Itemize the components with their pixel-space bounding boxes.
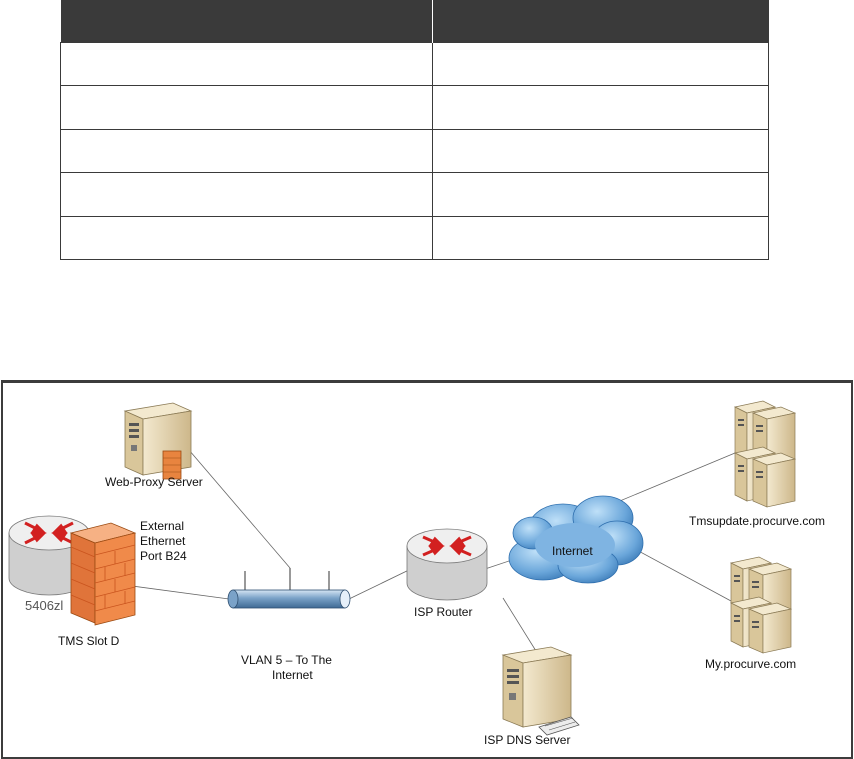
vlan-bus-icon	[227, 568, 351, 609]
table-cell	[60, 215, 433, 261]
web-proxy-label: Web-Proxy Server	[105, 475, 203, 489]
internet-cloud-icon	[508, 495, 644, 584]
internet-label: Internet	[552, 544, 593, 558]
tmsupdate-label: Tmsupdate.procurve.com	[689, 514, 825, 528]
table-row	[60, 128, 769, 174]
table-header-cell	[60, 0, 433, 43]
tmsupdate-server-cluster-icon	[733, 400, 797, 508]
isp-dns-server-icon	[501, 646, 580, 736]
link-bus-router	[348, 567, 414, 600]
table-cell	[60, 128, 433, 174]
table-header-row	[60, 0, 769, 43]
data-table	[60, 0, 769, 261]
external-port-label-line2: Ethernet	[140, 534, 186, 548]
link-cloud-myprocurve	[632, 547, 732, 602]
table-cell	[432, 128, 769, 174]
table-cell	[60, 172, 433, 217]
external-port-label-line3: Port B24	[140, 549, 187, 563]
my-procurve-server-cluster-icon	[729, 556, 793, 654]
table-header-cell	[432, 0, 769, 43]
switch-label: 5406zl	[25, 598, 63, 613]
isp-dns-label: ISP DNS Server	[484, 733, 570, 747]
external-port-label-line1: External	[140, 519, 184, 533]
isp-router-label: ISP Router	[414, 605, 472, 619]
isp-router-icon	[406, 528, 488, 601]
table-row	[60, 172, 769, 217]
table-cell	[432, 215, 769, 261]
web-proxy-server-icon	[123, 402, 193, 480]
tms-label: TMS Slot D	[58, 634, 120, 648]
vlan-label-line1: VLAN 5 – To The	[241, 653, 332, 667]
my-procurve-label: My.procurve.com	[705, 657, 796, 671]
link-router-dns	[502, 597, 537, 652]
vlan-label-line2: Internet	[272, 668, 313, 682]
table-row	[60, 215, 769, 261]
table-cell	[432, 41, 769, 87]
table-row	[60, 85, 769, 130]
table-cell	[432, 85, 769, 130]
switch-5406zl-icon	[8, 515, 90, 596]
link-proxy-bus	[182, 442, 291, 569]
network-diagram: Web-Proxy Server 5406zl	[1, 380, 853, 759]
table-cell	[60, 85, 433, 130]
link-cloud-tmsupdate	[602, 452, 736, 509]
table-row	[60, 41, 769, 87]
firewall-icon	[69, 522, 137, 626]
table-cell	[432, 172, 769, 217]
table-cell	[60, 41, 433, 87]
